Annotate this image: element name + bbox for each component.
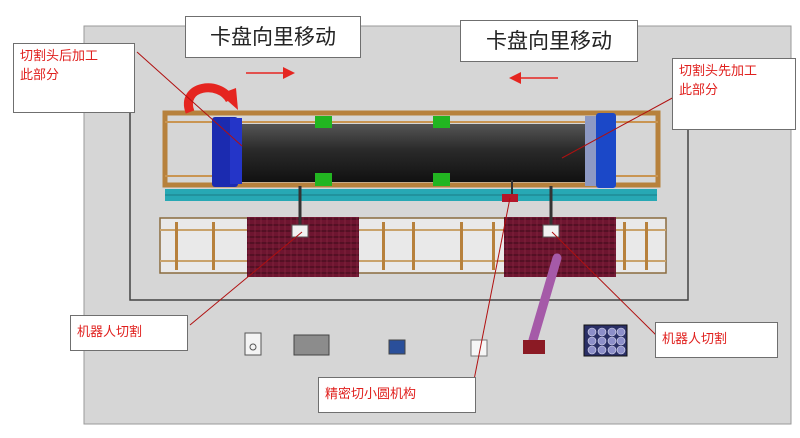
callout-top-left: 切割头后加工 此部分 (13, 43, 135, 113)
enclosure-outline (129, 112, 689, 301)
pipe-support (433, 116, 450, 128)
upper-frame (162, 110, 661, 188)
pipe-support (433, 173, 450, 186)
pipe-support (315, 173, 332, 186)
conveyor-posts (175, 222, 648, 270)
banner-left: 卡盘向里移动 (185, 16, 361, 58)
callout-top-right: 切割头先加工 此部分 (672, 58, 796, 130)
pipe-support (315, 116, 332, 128)
pipe (240, 124, 600, 182)
purple-arm-base (523, 340, 545, 354)
blue-unit (388, 339, 406, 355)
banner-right: 卡盘向里移动 (460, 20, 638, 62)
right-chuck-plate (585, 116, 597, 186)
callout-robot-right: 机器人切割 (655, 322, 778, 358)
grate-right (504, 217, 616, 277)
leader-lines (136, 51, 677, 386)
callout-precision: 精密切小圆机构 (318, 377, 476, 413)
right-chuck (596, 113, 616, 188)
callout-robot-left: 机器人切割 (70, 315, 188, 351)
cabinet-gray (293, 334, 330, 356)
purple-arm (528, 253, 562, 345)
